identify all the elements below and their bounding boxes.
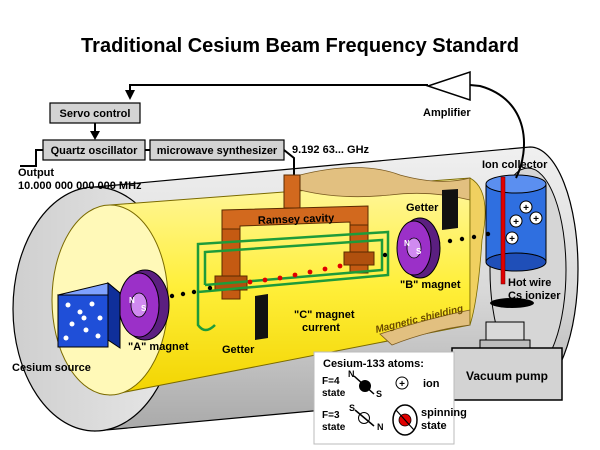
quartz-oscillator-box: Quartz oscillator: [42, 139, 146, 161]
feedback-cable: [125, 84, 525, 179]
legend-spinning-state-label: state: [421, 420, 447, 432]
b-magnet-label: "B" magnet: [400, 279, 461, 291]
getter-plate-bottom: [255, 294, 268, 340]
c-magnet-current-label: current: [302, 322, 340, 334]
vacuum-pump: Vacuum pump: [451, 321, 563, 401]
svg-text:S: S: [416, 247, 422, 256]
a-magnet: N S: [118, 269, 170, 341]
svg-text:+: +: [533, 214, 539, 225]
legend-f4-label: F=4: [322, 376, 340, 387]
output-label: Output: [18, 167, 54, 179]
spinning-state-icon: [392, 404, 418, 436]
getter-top-label: Getter: [406, 202, 439, 214]
synthesizer-feed-line: [283, 149, 295, 177]
ion-marker: +: [529, 211, 543, 225]
svg-text:N: N: [348, 369, 355, 379]
page-title: Traditional Cesium Beam Frequency Standa…: [81, 35, 519, 57]
f4-atom-icon: N S: [348, 369, 382, 399]
ion-collector-label: Ion collector: [482, 159, 548, 171]
ion-legend-icon: +: [395, 376, 409, 390]
hot-wire: [500, 176, 506, 285]
ionizer-base: [490, 298, 534, 308]
getter-plate-top: [442, 189, 458, 230]
svg-text:N: N: [404, 239, 410, 248]
ramsey-cavity-label: Ramsey cavity: [258, 212, 336, 227]
svg-text:+: +: [513, 217, 519, 228]
b-magnet: N S: [396, 217, 441, 279]
svg-text:S: S: [141, 304, 147, 313]
f3-atom-icon: S N: [349, 403, 384, 432]
quartz-oscillator-label: Quartz oscillator: [51, 145, 139, 157]
output-line: [20, 149, 43, 167]
microwave-synthesizer-box: microwave synthesizer: [149, 139, 285, 161]
ion-marker: +: [505, 231, 519, 245]
legend-f3-state-label: state: [322, 422, 346, 433]
svg-text:N: N: [129, 296, 135, 305]
cesium-source: [56, 281, 122, 349]
svg-text:+: +: [509, 234, 515, 245]
amplifier-label: Amplifier: [423, 107, 471, 119]
ion-marker: +: [519, 200, 533, 214]
svg-text:+: +: [399, 379, 405, 390]
c-magnet-label: "C" magnet: [294, 309, 355, 321]
legend-f3-label: F=3: [322, 410, 340, 421]
svg-text:+: +: [523, 203, 529, 214]
legend-ion-label: ion: [423, 378, 440, 390]
svg-text:N: N: [377, 422, 384, 432]
svg-text:S: S: [376, 389, 382, 399]
c-magnet-coil: [196, 230, 390, 332]
frequency-label: 9.192 63... GHz: [292, 144, 370, 156]
microwave-synthesizer-label: microwave synthesizer: [157, 145, 278, 157]
amplifier-icon: [425, 70, 471, 102]
output-frequency-label: 10.000 000 000 000 MHz: [18, 180, 142, 192]
servo-control-label: Servo control: [60, 108, 131, 120]
legend: Cesium-133 atoms: F=4 state N S + ion F=…: [313, 351, 467, 445]
ion-marker: +: [509, 214, 523, 228]
svg-text:S: S: [349, 403, 355, 413]
vacuum-pump-label: Vacuum pump: [466, 369, 548, 383]
getter-bottom-label: Getter: [222, 344, 255, 356]
servo-control-box: Servo control: [49, 102, 141, 124]
legend-spinning-label: spinning: [421, 407, 467, 419]
legend-title: Cesium-133 atoms:: [323, 358, 424, 370]
legend-f4-state-label: state: [322, 388, 346, 399]
cesium-source-label: Cesium source: [12, 362, 91, 374]
a-magnet-label: "A" magnet: [128, 341, 189, 353]
hot-wire-label: Hot wire: [508, 277, 551, 289]
